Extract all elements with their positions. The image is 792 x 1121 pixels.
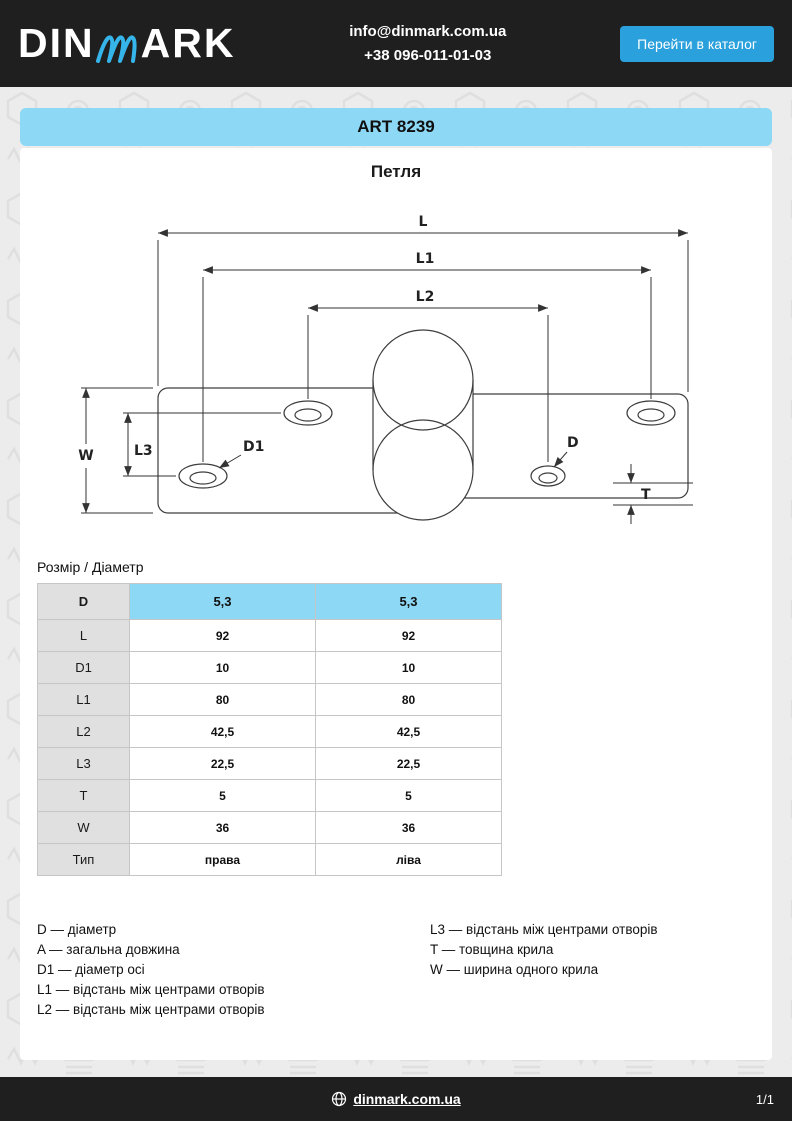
value-cell: 5,3 bbox=[315, 583, 502, 620]
table-row: W 36 36 bbox=[37, 811, 502, 844]
param-cell: D bbox=[37, 583, 130, 620]
logo-text-2: ARK bbox=[140, 20, 236, 66]
dim-label-t: T bbox=[641, 487, 651, 503]
header: DIN ARK info@dinmark.com.ua +38 096-011-… bbox=[0, 0, 792, 87]
legend: D — діаметр A — загальна довжина D1 — ді… bbox=[37, 920, 755, 1020]
value-cell: 36 bbox=[315, 811, 502, 844]
table-row: D1 10 10 bbox=[37, 651, 502, 684]
art-banner: ART 8239 bbox=[20, 108, 772, 146]
contact-email: info@dinmark.com.ua bbox=[349, 23, 507, 40]
legend-item: D — діаметр bbox=[37, 922, 117, 937]
dim-label-l2: L2 bbox=[416, 289, 435, 305]
param-cell: Тип bbox=[37, 843, 130, 876]
table-row: L 92 92 bbox=[37, 619, 502, 652]
technical-drawing: L L1 L2 W L3 D1 D T bbox=[78, 214, 693, 524]
legend-right: L3 — відстань між центрами отворів T — т… bbox=[430, 920, 658, 1020]
table-row: L3 22,5 22,5 bbox=[37, 747, 502, 780]
legend-item: L3 — відстань між центрами отворів bbox=[430, 922, 658, 937]
value-cell: 5,3 bbox=[129, 583, 316, 620]
param-cell: L2 bbox=[37, 715, 130, 748]
value-cell: ліва bbox=[315, 843, 502, 876]
table-row: L2 42,5 42,5 bbox=[37, 715, 502, 748]
value-cell: 10 bbox=[129, 651, 316, 684]
header-contacts: info@dinmark.com.ua +38 096-011-01-03 bbox=[235, 23, 620, 64]
globe-icon bbox=[332, 1091, 347, 1107]
legend-left: D — діаметр A — загальна довжина D1 — ді… bbox=[37, 920, 430, 1020]
footer: dinmark.com.ua 1/1 bbox=[0, 1077, 792, 1121]
param-cell: L1 bbox=[37, 683, 130, 716]
footer-site-label: dinmark.com.ua bbox=[353, 1091, 461, 1107]
legend-item: L2 — відстань між центрами отворів bbox=[37, 1002, 265, 1017]
dim-label-d: D bbox=[567, 435, 579, 451]
dim-label-l1: L1 bbox=[416, 251, 435, 267]
content-card: Петля bbox=[20, 148, 772, 1060]
table-row: T 5 5 bbox=[37, 779, 502, 812]
value-cell: 42,5 bbox=[129, 715, 316, 748]
legend-item: W — ширина одного крила bbox=[430, 962, 599, 977]
param-cell: L3 bbox=[37, 747, 130, 780]
logo-m-icon bbox=[95, 34, 137, 63]
catalog-button[interactable]: Перейти в каталог bbox=[620, 25, 774, 62]
dim-label-l: L bbox=[419, 214, 428, 230]
value-cell: 92 bbox=[315, 619, 502, 652]
value-cell: 5 bbox=[315, 779, 502, 812]
value-cell: права bbox=[129, 843, 316, 876]
value-cell: 10 bbox=[315, 651, 502, 684]
table-row: D 5,3 5,3 bbox=[37, 583, 502, 620]
dim-label-d1: D1 bbox=[243, 439, 264, 455]
legend-item: D1 — діаметр осі bbox=[37, 962, 145, 977]
value-cell: 80 bbox=[129, 683, 316, 716]
value-cell: 42,5 bbox=[315, 715, 502, 748]
param-cell: W bbox=[37, 811, 130, 844]
value-cell: 92 bbox=[129, 619, 316, 652]
product-title: Петля bbox=[370, 162, 422, 181]
page-indicator: 1/1 bbox=[755, 1091, 774, 1107]
param-cell: T bbox=[37, 779, 130, 812]
dim-label-l3: L3 bbox=[134, 443, 153, 459]
value-cell: 22,5 bbox=[129, 747, 316, 780]
param-cell: L bbox=[37, 619, 130, 652]
value-cell: 36 bbox=[129, 811, 316, 844]
logo-text-1: DIN bbox=[18, 20, 95, 66]
dimension-lines bbox=[81, 229, 693, 524]
contact-phone: +38 096-011-01-03 bbox=[364, 47, 492, 64]
value-cell: 22,5 bbox=[315, 747, 502, 780]
size-caption: Розмір / Діаметр bbox=[37, 559, 144, 575]
hinge-part bbox=[157, 329, 689, 521]
legend-item: L1 — відстань між центрами отворів bbox=[37, 982, 265, 997]
dim-label-w: W bbox=[78, 448, 93, 464]
footer-link[interactable]: dinmark.com.ua bbox=[331, 1091, 461, 1107]
legend-item: T — товщина крила bbox=[430, 942, 554, 957]
value-cell: 80 bbox=[315, 683, 502, 716]
table-row: Тип права ліва bbox=[37, 843, 502, 876]
legend-item: A — загальна довжина bbox=[37, 942, 180, 957]
param-cell: D1 bbox=[37, 651, 130, 684]
value-cell: 5 bbox=[129, 779, 316, 812]
logo: DIN ARK bbox=[18, 23, 235, 64]
size-table: D 5,3 5,3 L 92 92 D1 10 10 L1 80 80 L2 4 bbox=[37, 583, 502, 876]
table-row: L1 80 80 bbox=[37, 683, 502, 716]
